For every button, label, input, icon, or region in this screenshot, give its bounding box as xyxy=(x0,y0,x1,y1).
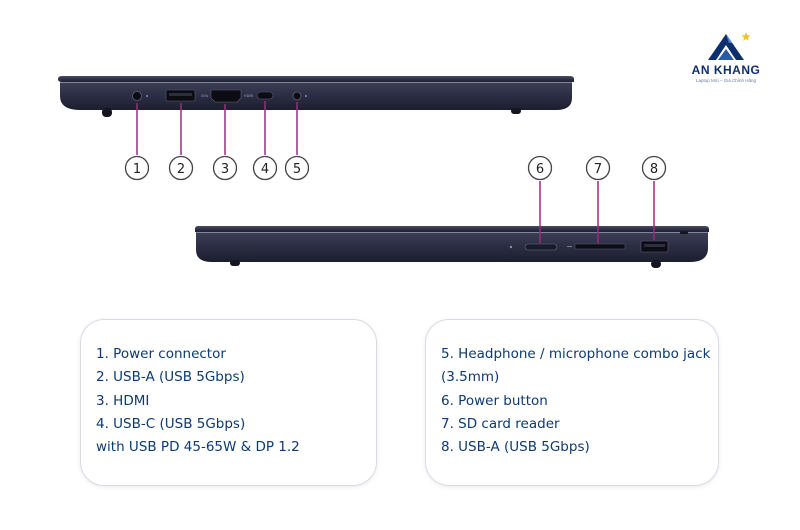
legend-item: (3.5mm) xyxy=(441,369,500,386)
callout-number: 8 xyxy=(650,162,658,177)
laptop-right-side-view xyxy=(195,226,709,268)
legend-item: 1. Power connector xyxy=(96,346,226,362)
logo-tagline: Laptop Mới – Giá Chính Hãng xyxy=(696,78,756,83)
usb-a-port-label: SS⇆ xyxy=(201,94,208,98)
mountain-star-icon xyxy=(708,32,751,60)
legend-item: 5. Headphone / microphone combo jack xyxy=(441,346,711,362)
legend-box-right: 5. Headphone / microphone combo jack (3.… xyxy=(425,319,719,486)
legend-item: 8. USB-A (USB 5Gbps) xyxy=(441,439,590,456)
sd-card-slot xyxy=(574,243,626,250)
an-khang-logo: AN KHANG Laptop Mới – Giá Chính Hãng xyxy=(683,30,769,90)
callout-number: 5 xyxy=(293,162,301,177)
audio-jack-port xyxy=(292,91,302,101)
logo-brand-text: AN KHANG xyxy=(691,63,761,77)
legend-item: 7. SD card reader xyxy=(441,415,560,432)
hdmi-port xyxy=(210,89,242,103)
laptop-foot xyxy=(230,260,240,266)
legend-box-left: 1. Power connector 2. USB-A (USB 5Gbps) … xyxy=(80,319,377,486)
callout-number: 1 xyxy=(133,162,141,177)
usb-c-port xyxy=(256,91,274,100)
laptop-lid xyxy=(58,76,574,82)
laptop-lid xyxy=(195,226,709,232)
callout-marker-8: 8 xyxy=(641,155,667,181)
power-connector-port xyxy=(132,91,142,101)
laptop-foot xyxy=(102,108,112,117)
callout-markers-left: 1 2 3 4 5 xyxy=(124,155,310,181)
callout-lines-right xyxy=(539,181,655,243)
legend-item: 2. USB-A (USB 5Gbps) xyxy=(96,369,245,386)
legend-list-left: 1. Power connector 2. USB-A (USB 5Gbps) … xyxy=(81,320,376,459)
callout-marker-6: 6 xyxy=(527,155,553,181)
callout-marker-1: 1 xyxy=(124,155,150,181)
legend-list-right: 5. Headphone / microphone combo jack (3.… xyxy=(426,320,718,459)
callout-number: 2 xyxy=(177,162,185,177)
laptop-left-side-view: SS⇆ HDMI xyxy=(58,76,574,117)
callout-marker-5: 5 xyxy=(284,155,310,181)
callout-marker-2: 2 xyxy=(168,155,194,181)
callout-number: 7 xyxy=(594,162,602,177)
callout-number: 3 xyxy=(221,162,229,177)
legend-item: 6. Power button xyxy=(441,392,548,409)
callout-number: 4 xyxy=(261,162,269,177)
laptop-base xyxy=(196,233,708,262)
callout-number: 6 xyxy=(536,162,544,177)
legend-item: with USB PD 45-65W & DP 1.2 xyxy=(96,439,300,456)
laptop-foot xyxy=(511,108,521,114)
legend-item: 4. USB-C (USB 5Gbps) xyxy=(96,415,246,432)
power-button xyxy=(524,243,558,251)
callout-markers-right: 6 7 8 xyxy=(527,155,667,181)
laptop-foot xyxy=(651,260,661,268)
callout-lines-left xyxy=(136,101,298,155)
hdmi-port-label: HDMI xyxy=(244,94,253,98)
legend-item: 3. HDMI xyxy=(96,392,150,409)
callout-marker-7: 7 xyxy=(585,155,611,181)
callout-marker-4: 4 xyxy=(252,155,278,181)
callout-marker-3: 3 xyxy=(212,155,238,181)
